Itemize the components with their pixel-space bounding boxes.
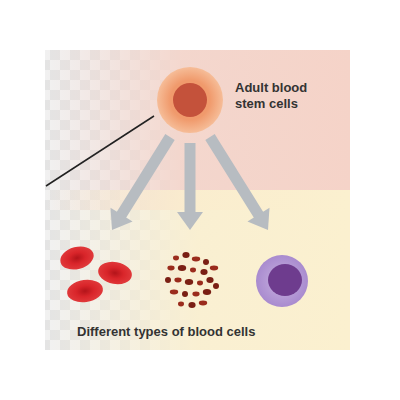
arrow-shaft <box>120 137 170 216</box>
red-blood-cells <box>58 243 134 304</box>
group-caption: Different types of blood cells <box>77 324 255 340</box>
platelet <box>192 257 200 262</box>
platelet <box>173 256 179 261</box>
platelet <box>178 302 184 307</box>
platelet <box>203 289 211 295</box>
cell-label: Adult blood stem cells <box>235 80 335 112</box>
platelet <box>210 266 218 271</box>
platelet <box>213 283 219 289</box>
cell-outline <box>155 65 225 135</box>
checker-ground <box>45 50 350 350</box>
platelets <box>165 252 219 308</box>
platelet <box>182 291 188 297</box>
platelet <box>199 301 207 306</box>
platelet <box>197 281 203 286</box>
leader-line <box>46 116 154 186</box>
white-blood-cell <box>256 255 308 307</box>
arrow-head <box>177 212 203 230</box>
yellow-ground <box>45 190 350 350</box>
blood-cell-group: Different types of blood cells <box>55 240 345 350</box>
arrow-connector <box>177 143 203 230</box>
pink-ground <box>45 50 350 210</box>
arrow-shaft <box>210 137 260 216</box>
platelet <box>200 269 207 275</box>
platelet <box>206 277 213 283</box>
platelet <box>203 259 209 265</box>
platelet <box>185 279 193 285</box>
platelet <box>188 302 195 308</box>
platelet <box>165 277 171 283</box>
arrow-head <box>247 208 269 230</box>
platelet <box>174 278 181 283</box>
stem-cell: Adult blood stem cells <box>155 65 225 135</box>
platelet <box>170 290 178 295</box>
arrow-connector <box>110 137 170 230</box>
platelet <box>167 266 174 271</box>
platelet <box>182 252 189 258</box>
platelet <box>192 292 199 297</box>
platelet <box>190 268 196 273</box>
arrow-shaft <box>185 143 196 214</box>
platelet <box>178 265 186 271</box>
arrow-connector <box>210 137 270 230</box>
arrow-head <box>110 208 132 230</box>
